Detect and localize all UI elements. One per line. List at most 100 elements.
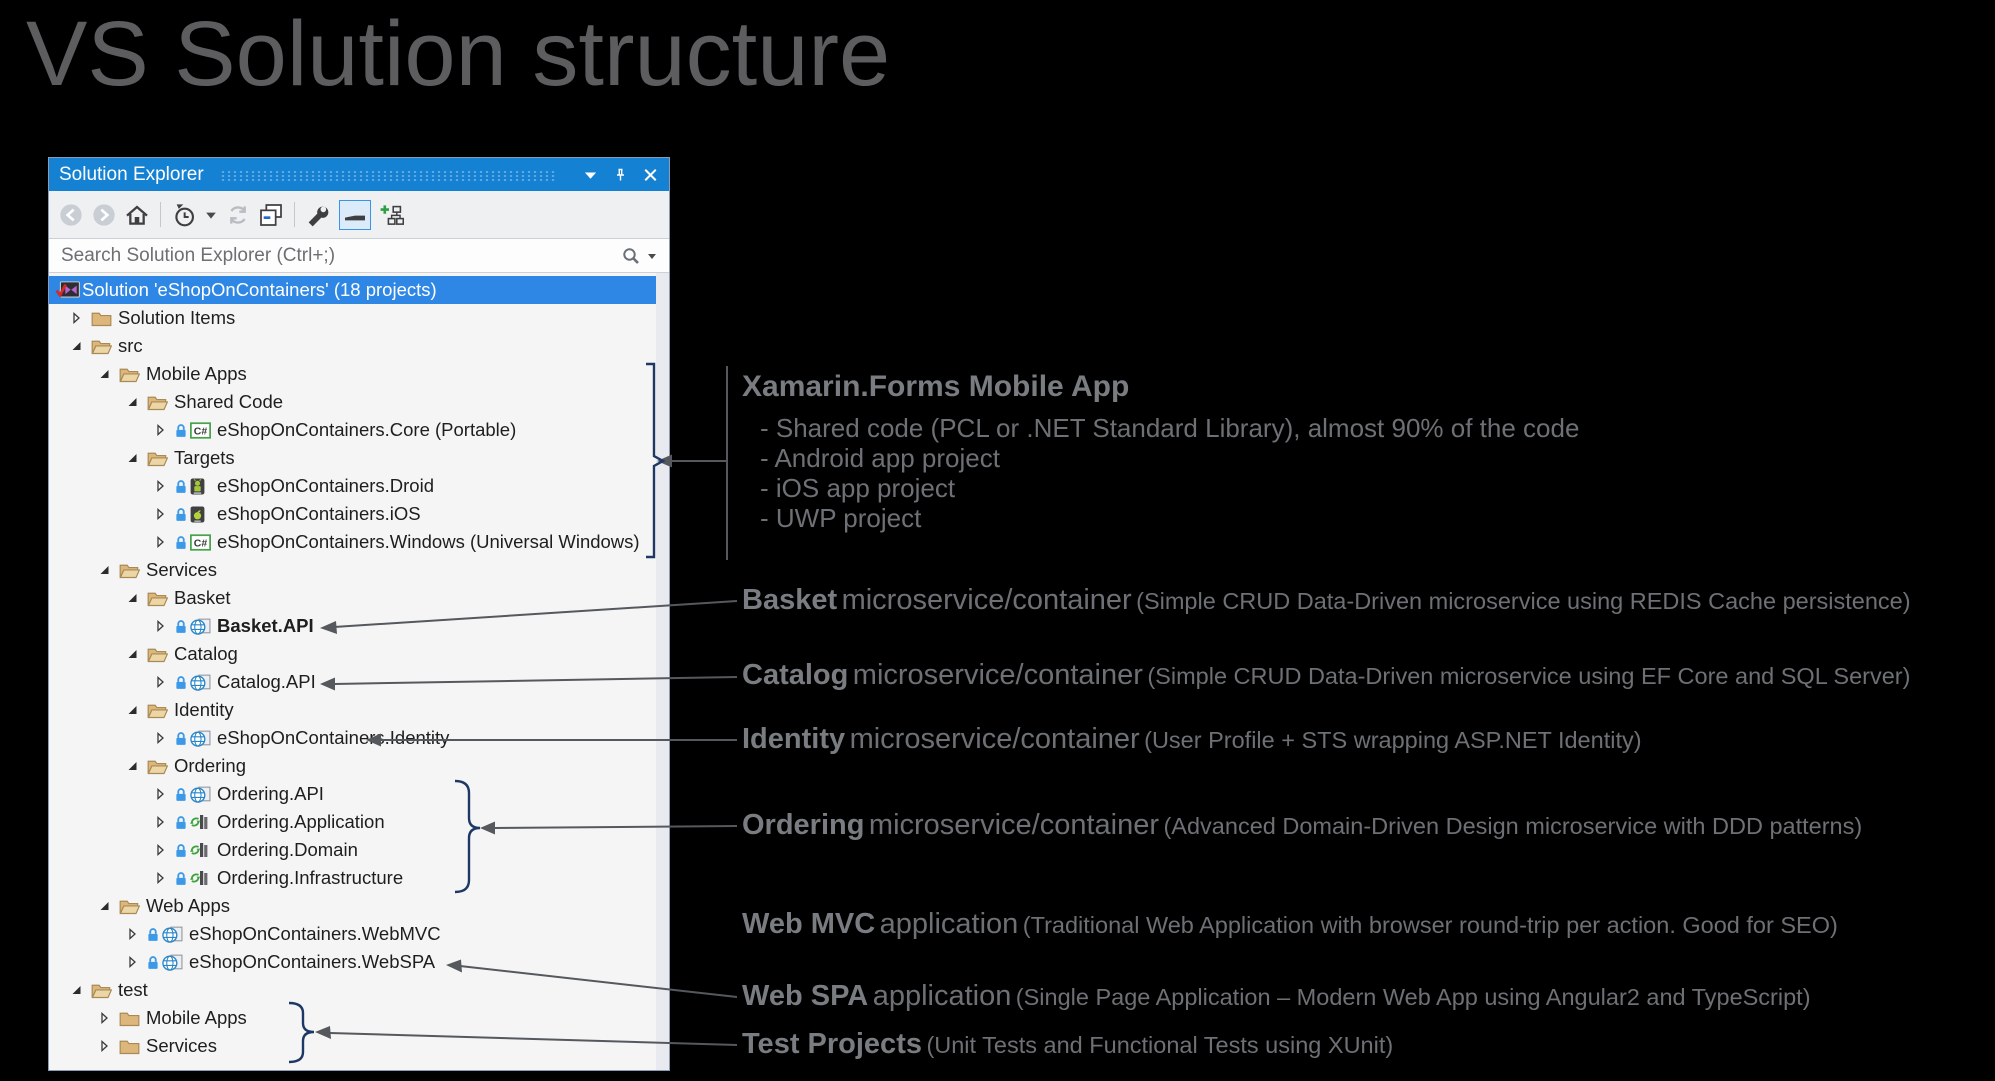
tree-item-src[interactable]: src <box>49 332 669 360</box>
window-position-button[interactable] <box>582 167 599 182</box>
tree-item-test[interactable]: test <box>49 976 669 1004</box>
collapse-all-button[interactable] <box>259 203 283 227</box>
chevron-collapsed-icon[interactable] <box>155 676 175 688</box>
tree-item-basket-folder[interactable]: Basket <box>49 584 669 612</box>
tree-item-label: src <box>118 335 143 356</box>
tree-item-targets[interactable]: Targets <box>49 444 669 472</box>
tree-item-label: Ordering <box>174 755 246 776</box>
explorer-toolbar <box>49 191 669 238</box>
tree-item-ordering-application[interactable]: Ordering.Application <box>49 808 669 836</box>
folder-open-icon <box>147 758 174 775</box>
annotation-identity: Identity microservice/container (User Pr… <box>742 723 1642 755</box>
chevron-expanded-icon[interactable] <box>127 648 147 660</box>
tree-item-label: eShopOnContainers.Windows (Universal Win… <box>217 531 640 552</box>
tree-item-solution-items[interactable]: Solution Items <box>49 304 669 332</box>
chevron-collapsed-icon[interactable] <box>155 620 175 632</box>
annotation-bullet: - Shared code (PCL or .NET Standard Libr… <box>760 413 1580 443</box>
tree-item-webmvc[interactable]: eShopOnContainers.WebMVC <box>49 920 669 948</box>
tree-item-label: Catalog <box>174 643 238 664</box>
chevron-collapsed-icon[interactable] <box>155 816 175 828</box>
chevron-expanded-icon[interactable] <box>71 984 91 996</box>
web-project-icon <box>162 954 189 971</box>
lock-icon <box>175 619 190 634</box>
filter-dropdown-button[interactable] <box>205 209 217 221</box>
chevron-collapsed-icon[interactable] <box>155 844 175 856</box>
solution-icon <box>55 280 82 300</box>
tree-item-droid[interactable]: eShopOnContainers.Droid <box>49 472 669 500</box>
add-dependency-diagram-button[interactable] <box>380 203 404 227</box>
chevron-expanded-icon[interactable] <box>127 452 147 464</box>
forward-button[interactable] <box>92 203 116 227</box>
tree-item-windows[interactable]: eShopOnContainers.Windows (Universal Win… <box>49 528 669 556</box>
folder-open-icon <box>147 702 174 719</box>
tree-item-test-mobile-apps[interactable]: Mobile Apps <box>49 1004 669 1032</box>
preview-selected-items-button[interactable] <box>339 199 371 230</box>
chevron-collapsed-icon[interactable] <box>127 956 147 968</box>
annotation-xamarin: Xamarin.Forms Mobile App - Shared code (… <box>742 370 1579 533</box>
tree-item-label: eShopOnContainers.WebSPA <box>189 951 436 972</box>
chevron-collapsed-icon[interactable] <box>155 536 175 548</box>
annotation-webspa: Web SPA application (Single Page Applica… <box>742 980 1811 1012</box>
tree-item-label: Services <box>146 559 217 580</box>
pending-changes-filter-button[interactable] <box>172 203 196 227</box>
solution-tree: Solution 'eShopOnContainers' (18 project… <box>49 273 669 1070</box>
tree-item-identity-folder[interactable]: Identity <box>49 696 669 724</box>
chevron-collapsed-icon[interactable] <box>155 424 175 436</box>
tree-item-solution[interactable]: Solution 'eShopOnContainers' (18 project… <box>49 276 669 304</box>
tree-item-test-services[interactable]: Services <box>49 1032 669 1060</box>
chevron-expanded-icon[interactable] <box>99 900 119 912</box>
tree-item-web-apps[interactable]: Web Apps <box>49 892 669 920</box>
chevron-collapsed-icon[interactable] <box>155 732 175 744</box>
chevron-collapsed-icon[interactable] <box>71 312 91 324</box>
tree-item-label: Web Apps <box>146 895 230 916</box>
tree-item-mobile-apps[interactable]: Mobile Apps <box>49 360 669 388</box>
chevron-collapsed-icon[interactable] <box>155 872 175 884</box>
home-button[interactable] <box>125 203 149 227</box>
tree-item-identity-project[interactable]: eShopOnContainers.Identity <box>49 724 669 752</box>
tree-item-ordering-api[interactable]: Ordering.API <box>49 780 669 808</box>
sync-button[interactable] <box>226 203 250 227</box>
chevron-collapsed-icon[interactable] <box>99 1040 119 1052</box>
tree-item-basket-api[interactable]: Basket.API <box>49 612 669 640</box>
vertical-scrollbar[interactable] <box>656 273 669 1070</box>
panel-title-bar[interactable]: Solution Explorer <box>49 158 669 191</box>
close-icon[interactable] <box>642 167 659 182</box>
chevron-collapsed-icon[interactable] <box>155 508 175 520</box>
chevron-expanded-icon[interactable] <box>127 396 147 408</box>
chevron-expanded-icon[interactable] <box>127 760 147 772</box>
chevron-expanded-icon[interactable] <box>127 592 147 604</box>
chevron-collapsed-icon[interactable] <box>99 1012 119 1024</box>
tree-item-label: Solution Items <box>118 307 236 328</box>
chevron-expanded-icon[interactable] <box>127 704 147 716</box>
tree-item-webspa[interactable]: eShopOnContainers.WebSPA <box>49 948 669 976</box>
chevron-collapsed-icon[interactable] <box>155 480 175 492</box>
tree-item-label: eShopOnContainers.Identity <box>217 727 450 748</box>
tree-item-services[interactable]: Services <box>49 556 669 584</box>
tree-item-core[interactable]: eShopOnContainers.Core (Portable) <box>49 416 669 444</box>
lock-icon <box>175 787 190 802</box>
chevron-collapsed-icon[interactable] <box>155 788 175 800</box>
tree-item-shared-code[interactable]: Shared Code <box>49 388 669 416</box>
chevron-expanded-icon[interactable] <box>99 564 119 576</box>
folder-open-icon <box>147 450 174 467</box>
lock-icon <box>175 815 190 830</box>
back-button[interactable] <box>59 203 83 227</box>
tree-item-label: eShopOnContainers.Droid <box>217 475 434 496</box>
tree-item-catalog-api[interactable]: Catalog.API <box>49 668 669 696</box>
tree-item-ordering-infrastructure[interactable]: Ordering.Infrastructure <box>49 864 669 892</box>
drag-grip[interactable] <box>219 170 555 181</box>
chevron-collapsed-icon[interactable] <box>127 928 147 940</box>
properties-button[interactable] <box>306 203 330 227</box>
tree-item-ios[interactable]: eShopOnContainers.iOS <box>49 500 669 528</box>
folder-open-icon <box>91 338 118 355</box>
tree-item-label: Solution 'eShopOnContainers' (18 project… <box>82 279 437 300</box>
chevron-expanded-icon[interactable] <box>99 368 119 380</box>
tree-item-catalog-folder[interactable]: Catalog <box>49 640 669 668</box>
chevron-expanded-icon[interactable] <box>71 340 91 352</box>
lock-icon <box>175 731 190 746</box>
tree-item-ordering-domain[interactable]: Ordering.Domain <box>49 836 669 864</box>
tree-item-ordering-folder[interactable]: Ordering <box>49 752 669 780</box>
toolbar-separator <box>160 202 161 227</box>
search-input[interactable]: Search Solution Explorer (Ctrl+;) <box>49 238 669 273</box>
pin-icon[interactable] <box>612 167 629 182</box>
